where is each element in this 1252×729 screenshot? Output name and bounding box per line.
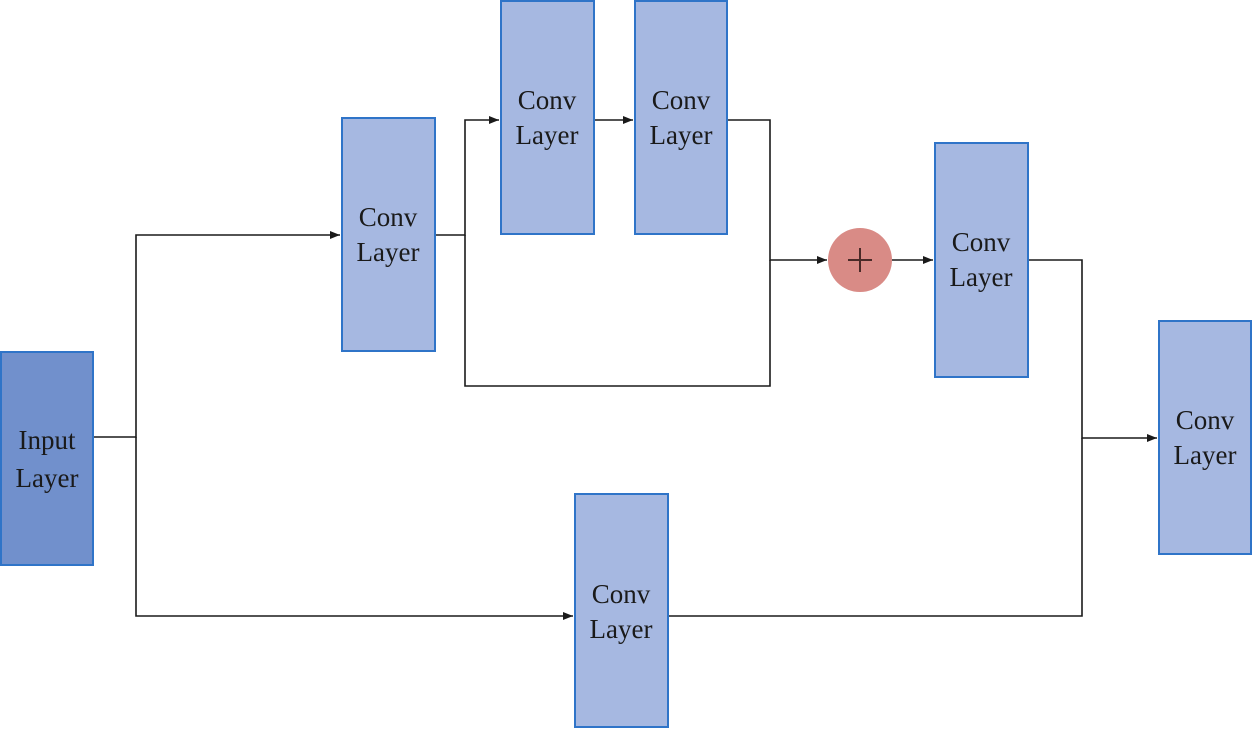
conv-output-label-line2: Layer — [1174, 440, 1237, 470]
conv-layer-branch-b: Conv Layer — [634, 0, 728, 235]
conv-bottom-label-line2: Layer — [590, 614, 653, 644]
edge-input-to-conv-bottom — [135, 437, 573, 620]
conv-branch-b-label-line1: Conv — [652, 85, 711, 115]
input-layer-label-line1: Input — [19, 425, 76, 455]
conv-after-add-label-line2: Layer — [950, 262, 1013, 292]
conv-layer-after-add: Conv Layer — [934, 142, 1029, 378]
edge-conv-top-to-branch-a — [435, 116, 499, 236]
conv-layer-bottom: Conv Layer — [574, 493, 669, 728]
conv-branch-a-label-line1: Conv — [518, 85, 577, 115]
conv-layer-top-entry: Conv Layer — [341, 117, 436, 352]
add-node — [828, 228, 892, 292]
edge-skip-connection — [464, 235, 771, 387]
edge-branch-b-to-add — [727, 119, 827, 264]
conv-bottom-label-line1: Conv — [592, 579, 651, 609]
edge-conv-after-add-to-output — [1028, 259, 1157, 442]
conv-branch-b-label-line2: Layer — [650, 120, 713, 150]
conv-branch-a-label-line2: Layer — [516, 120, 579, 150]
conv-layer-output: Conv Layer — [1158, 320, 1252, 555]
conv-output-label-line1: Conv — [1176, 405, 1235, 435]
conv-top-entry-label-line2: Layer — [357, 237, 420, 267]
edge-input-to-conv-top — [93, 231, 340, 438]
conv-top-entry-label-line1: Conv — [359, 202, 418, 232]
conv-after-add-label-line1: Conv — [952, 227, 1011, 257]
edge-conv-bottom-to-output — [668, 438, 1083, 617]
conv-layer-branch-a: Conv Layer — [500, 0, 595, 235]
input-layer-label-line2: Layer — [16, 463, 79, 493]
input-layer-node: Input Layer — [0, 351, 94, 566]
